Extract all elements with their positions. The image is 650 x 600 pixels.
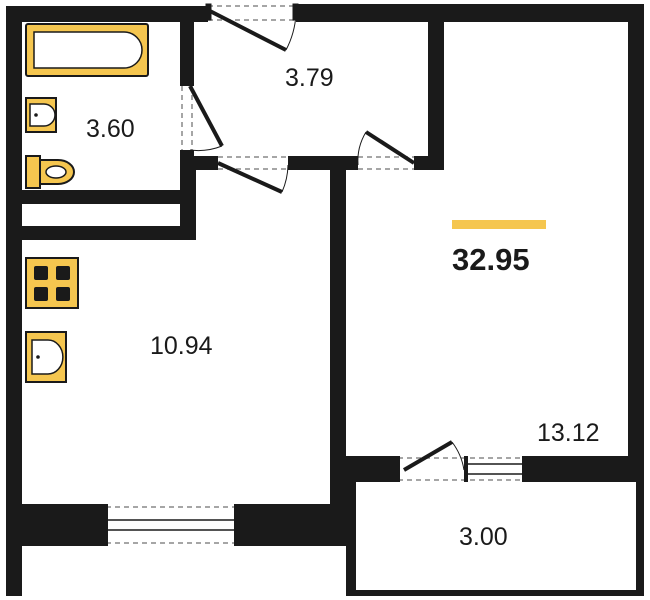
room-area-balcony: 3.00 bbox=[459, 523, 508, 551]
kitchen-window-frame bbox=[105, 519, 237, 531]
living-door-arc bbox=[357, 131, 367, 166]
bath-door-leaf bbox=[188, 85, 224, 147]
bathroom-sink-icon bbox=[25, 97, 57, 133]
living-door-leaf bbox=[364, 130, 416, 165]
fixtures bbox=[25, 23, 149, 383]
wall-left bbox=[6, 6, 22, 596]
toilet-icon bbox=[25, 155, 75, 189]
balcony-door-leaf bbox=[402, 440, 454, 472]
wall-right bbox=[628, 4, 644, 480]
entrance-door-leaf bbox=[207, 8, 287, 52]
wall-bath-bottom bbox=[20, 190, 190, 204]
room-area-hallway: 3.79 bbox=[285, 64, 334, 92]
wall-bottom-left bbox=[6, 504, 106, 546]
wall-top-left bbox=[6, 6, 208, 22]
total-area-accent-bar bbox=[452, 220, 546, 229]
balcony-door-arc bbox=[451, 441, 465, 471]
room-area-bathroom: 3.60 bbox=[86, 115, 135, 143]
room-area-living-room: 13.12 bbox=[537, 419, 600, 447]
wall-balcony-bottom bbox=[346, 590, 644, 596]
wall-top-right bbox=[296, 4, 644, 22]
kitchen-door-leaf bbox=[217, 161, 283, 194]
wall-hall-living bbox=[428, 20, 444, 170]
stove-icon bbox=[25, 257, 79, 309]
wall-bath-right bbox=[180, 20, 194, 86]
kitchen-door-arc bbox=[281, 164, 289, 193]
walls bbox=[6, 4, 644, 596]
wall-kitchen-top-stub bbox=[180, 156, 196, 240]
room-area-kitchen: 10.94 bbox=[150, 332, 213, 360]
wall-hall-bottom-right bbox=[288, 156, 358, 170]
total-area: 32.95 bbox=[452, 242, 530, 277]
bath-door-arc bbox=[189, 145, 223, 152]
wall-balcony-right bbox=[636, 480, 644, 596]
bathtub-icon bbox=[25, 23, 149, 77]
balcony-window-frame bbox=[465, 463, 525, 475]
wall-hall-bottom-left bbox=[192, 156, 218, 170]
wall-kitchen-top bbox=[20, 226, 196, 240]
door-leaves bbox=[188, 3, 465, 472]
wall-living-bottom-left bbox=[346, 456, 398, 482]
wall-kitchen-living bbox=[330, 156, 346, 546]
wall-balcony-left bbox=[346, 482, 356, 596]
window-frames bbox=[104, 456, 526, 546]
wall-living-bottom-right bbox=[524, 456, 644, 482]
kitchen-sink-icon bbox=[25, 331, 67, 383]
